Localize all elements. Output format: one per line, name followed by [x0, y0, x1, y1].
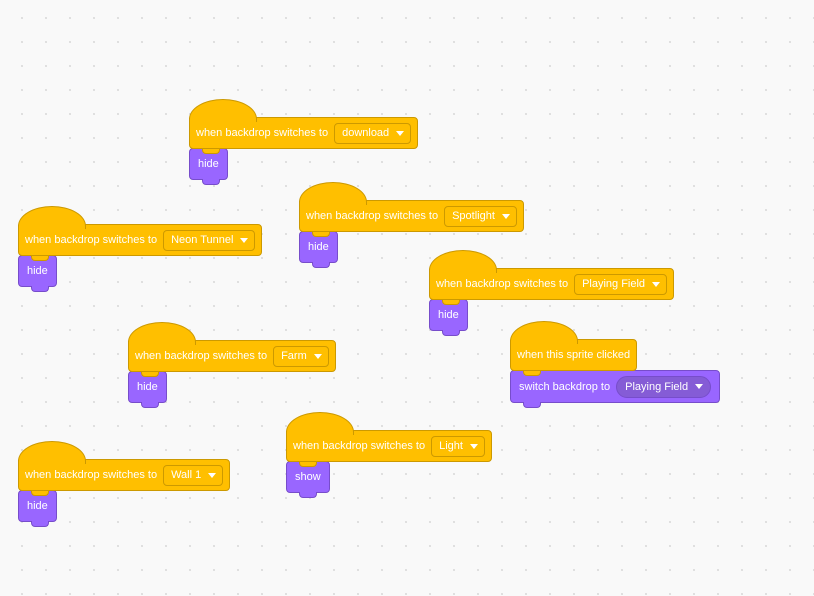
when-backdrop-switches-hat-block[interactable]: when backdrop switches to Wall 1 — [18, 441, 231, 491]
backdrop-dropdown-value: Neon Tunnel — [171, 234, 234, 246]
hide-block[interactable]: hide — [18, 490, 57, 527]
hat-cap — [299, 182, 367, 208]
caret-down-icon — [208, 472, 217, 478]
backdrop-dropdown-value: Spotlight — [452, 210, 495, 222]
caret-down-icon — [313, 353, 322, 359]
script-backdrop-light[interactable]: when backdrop switches to Light show — [286, 412, 492, 498]
backdrop-dropdown[interactable]: Spotlight — [444, 205, 517, 227]
hat-cap — [128, 322, 196, 348]
script-backdrop-farm[interactable]: when backdrop switches to Farm hide — [128, 322, 336, 408]
hat-label: when backdrop switches to — [306, 210, 439, 222]
script-backdrop-download[interactable]: when backdrop switches to download hide — [189, 99, 419, 185]
hat-cap — [18, 206, 86, 232]
backdrop-menu-value: Playing Field — [625, 380, 689, 393]
backdrop-dropdown[interactable]: Wall 1 — [163, 464, 224, 486]
when-backdrop-switches-hat-block[interactable]: when backdrop switches to Spotlight — [299, 182, 524, 232]
when-sprite-clicked-hat-block[interactable]: when this sprite clicked — [510, 321, 638, 371]
hide-block[interactable]: hide — [429, 299, 468, 336]
hide-block[interactable]: hide — [18, 255, 57, 292]
backdrop-menu-dropdown[interactable]: Playing Field — [616, 375, 712, 398]
caret-down-icon — [240, 237, 249, 243]
backdrop-dropdown[interactable]: Playing Field — [574, 273, 668, 295]
block-label: hide — [27, 265, 48, 277]
when-backdrop-switches-hat-block[interactable]: when backdrop switches to Farm — [128, 322, 336, 372]
backdrop-dropdown-value: Wall 1 — [171, 469, 202, 481]
when-backdrop-switches-hat-block[interactable]: when backdrop switches to Light — [286, 412, 492, 462]
backdrop-dropdown-value: Farm — [281, 350, 307, 362]
block-label: hide — [198, 158, 219, 170]
hat-label: when backdrop switches to — [25, 234, 158, 246]
backdrop-dropdown[interactable]: Neon Tunnel — [163, 229, 256, 251]
backdrop-dropdown[interactable]: download — [334, 122, 412, 144]
hat-label: when backdrop switches to — [436, 278, 569, 290]
backdrop-dropdown-value: download — [342, 127, 390, 139]
script-backdrop-wall-1[interactable]: when backdrop switches to Wall 1 hide — [18, 441, 231, 527]
hat-cap — [18, 441, 86, 467]
caret-down-icon — [652, 281, 661, 287]
hat-label: when backdrop switches to — [293, 440, 426, 452]
backdrop-dropdown-value: Playing Field — [582, 278, 646, 290]
block-label: hide — [137, 381, 158, 393]
when-backdrop-switches-hat-block[interactable]: when backdrop switches to Playing Field — [429, 250, 675, 300]
hide-block[interactable]: hide — [189, 148, 228, 185]
hat-label: when backdrop switches to — [25, 469, 158, 481]
script-backdrop-playing-field[interactable]: when backdrop switches to Playing Field … — [429, 250, 675, 336]
hide-block[interactable]: hide — [128, 371, 167, 408]
block-label: hide — [438, 309, 459, 321]
script-backdrop-neon-tunnel[interactable]: when backdrop switches to Neon Tunnel hi… — [18, 206, 263, 292]
hat-label: when this sprite clicked — [517, 349, 631, 361]
hat-cap — [189, 99, 257, 125]
backdrop-dropdown[interactable]: Light — [431, 435, 485, 457]
when-backdrop-switches-hat-block[interactable]: when backdrop switches to Neon Tunnel — [18, 206, 263, 256]
hide-block[interactable]: hide — [299, 231, 338, 268]
caret-down-icon — [501, 213, 510, 219]
block-label: show — [295, 471, 321, 483]
caret-down-icon — [396, 130, 405, 136]
when-backdrop-switches-hat-block[interactable]: when backdrop switches to download — [189, 99, 419, 149]
script-sprite-clicked[interactable]: when this sprite clicked switch backdrop… — [510, 321, 721, 408]
block-label: hide — [308, 241, 329, 253]
caret-down-icon — [469, 443, 478, 449]
script-backdrop-spotlight[interactable]: when backdrop switches to Spotlight hide — [299, 182, 524, 268]
hat-cap — [286, 412, 354, 438]
backdrop-dropdown-value: Light — [439, 440, 463, 452]
hat-label: when backdrop switches to — [196, 127, 329, 139]
show-block[interactable]: show — [286, 461, 330, 498]
caret-down-icon — [695, 384, 704, 389]
block-label: hide — [27, 500, 48, 512]
backdrop-dropdown[interactable]: Farm — [273, 345, 329, 367]
switch-backdrop-block[interactable]: switch backdrop to Playing Field — [510, 370, 721, 408]
hat-label: when backdrop switches to — [135, 350, 268, 362]
block-label: switch backdrop to — [519, 380, 611, 393]
